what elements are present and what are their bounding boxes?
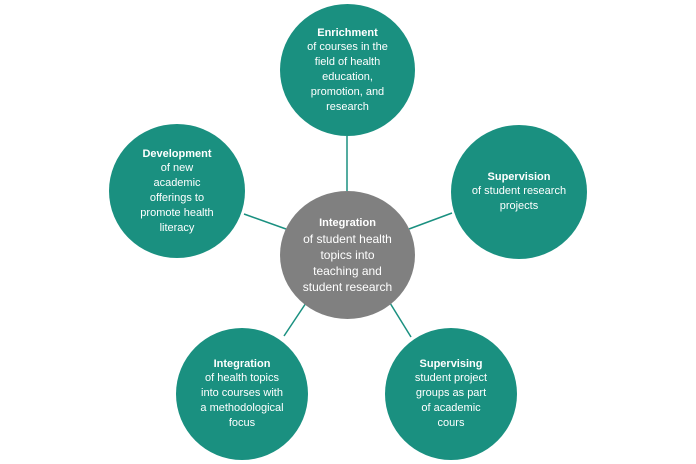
connector-left [243, 213, 287, 230]
connector-right [408, 212, 453, 230]
node-description: of student research projects [471, 185, 567, 212]
node-supervising: Supervising student project groups as pa… [385, 328, 517, 460]
node-title: Development [142, 147, 212, 160]
node-title: Integration [213, 358, 271, 370]
node-title: Supervising [419, 358, 483, 370]
node-description: of new academic offerings to promote hea… [140, 161, 214, 234]
node-title: Enrichment [317, 26, 378, 39]
node-description: student project groups as part of academ… [414, 372, 488, 429]
connector-bottom-left [283, 302, 307, 337]
node-description: of health topics into courses with a met… [200, 372, 284, 429]
node-development: Development of new academic offerings to… [109, 124, 245, 258]
center-description: of student health topics into teaching a… [302, 231, 393, 294]
node-center-integration: Integration of student health topics int… [280, 191, 415, 319]
node-integration-courses: Integration of health topics into course… [176, 328, 308, 460]
center-title: Integration [319, 216, 376, 229]
node-title: Supervision [487, 171, 551, 183]
node-supervision: Supervision of student research projects [451, 125, 587, 259]
node-enrichment: Enrichment of courses in the field of he… [280, 4, 415, 136]
connector-bottom-right [389, 302, 412, 338]
node-description: of courses in the field of health educat… [307, 40, 388, 113]
